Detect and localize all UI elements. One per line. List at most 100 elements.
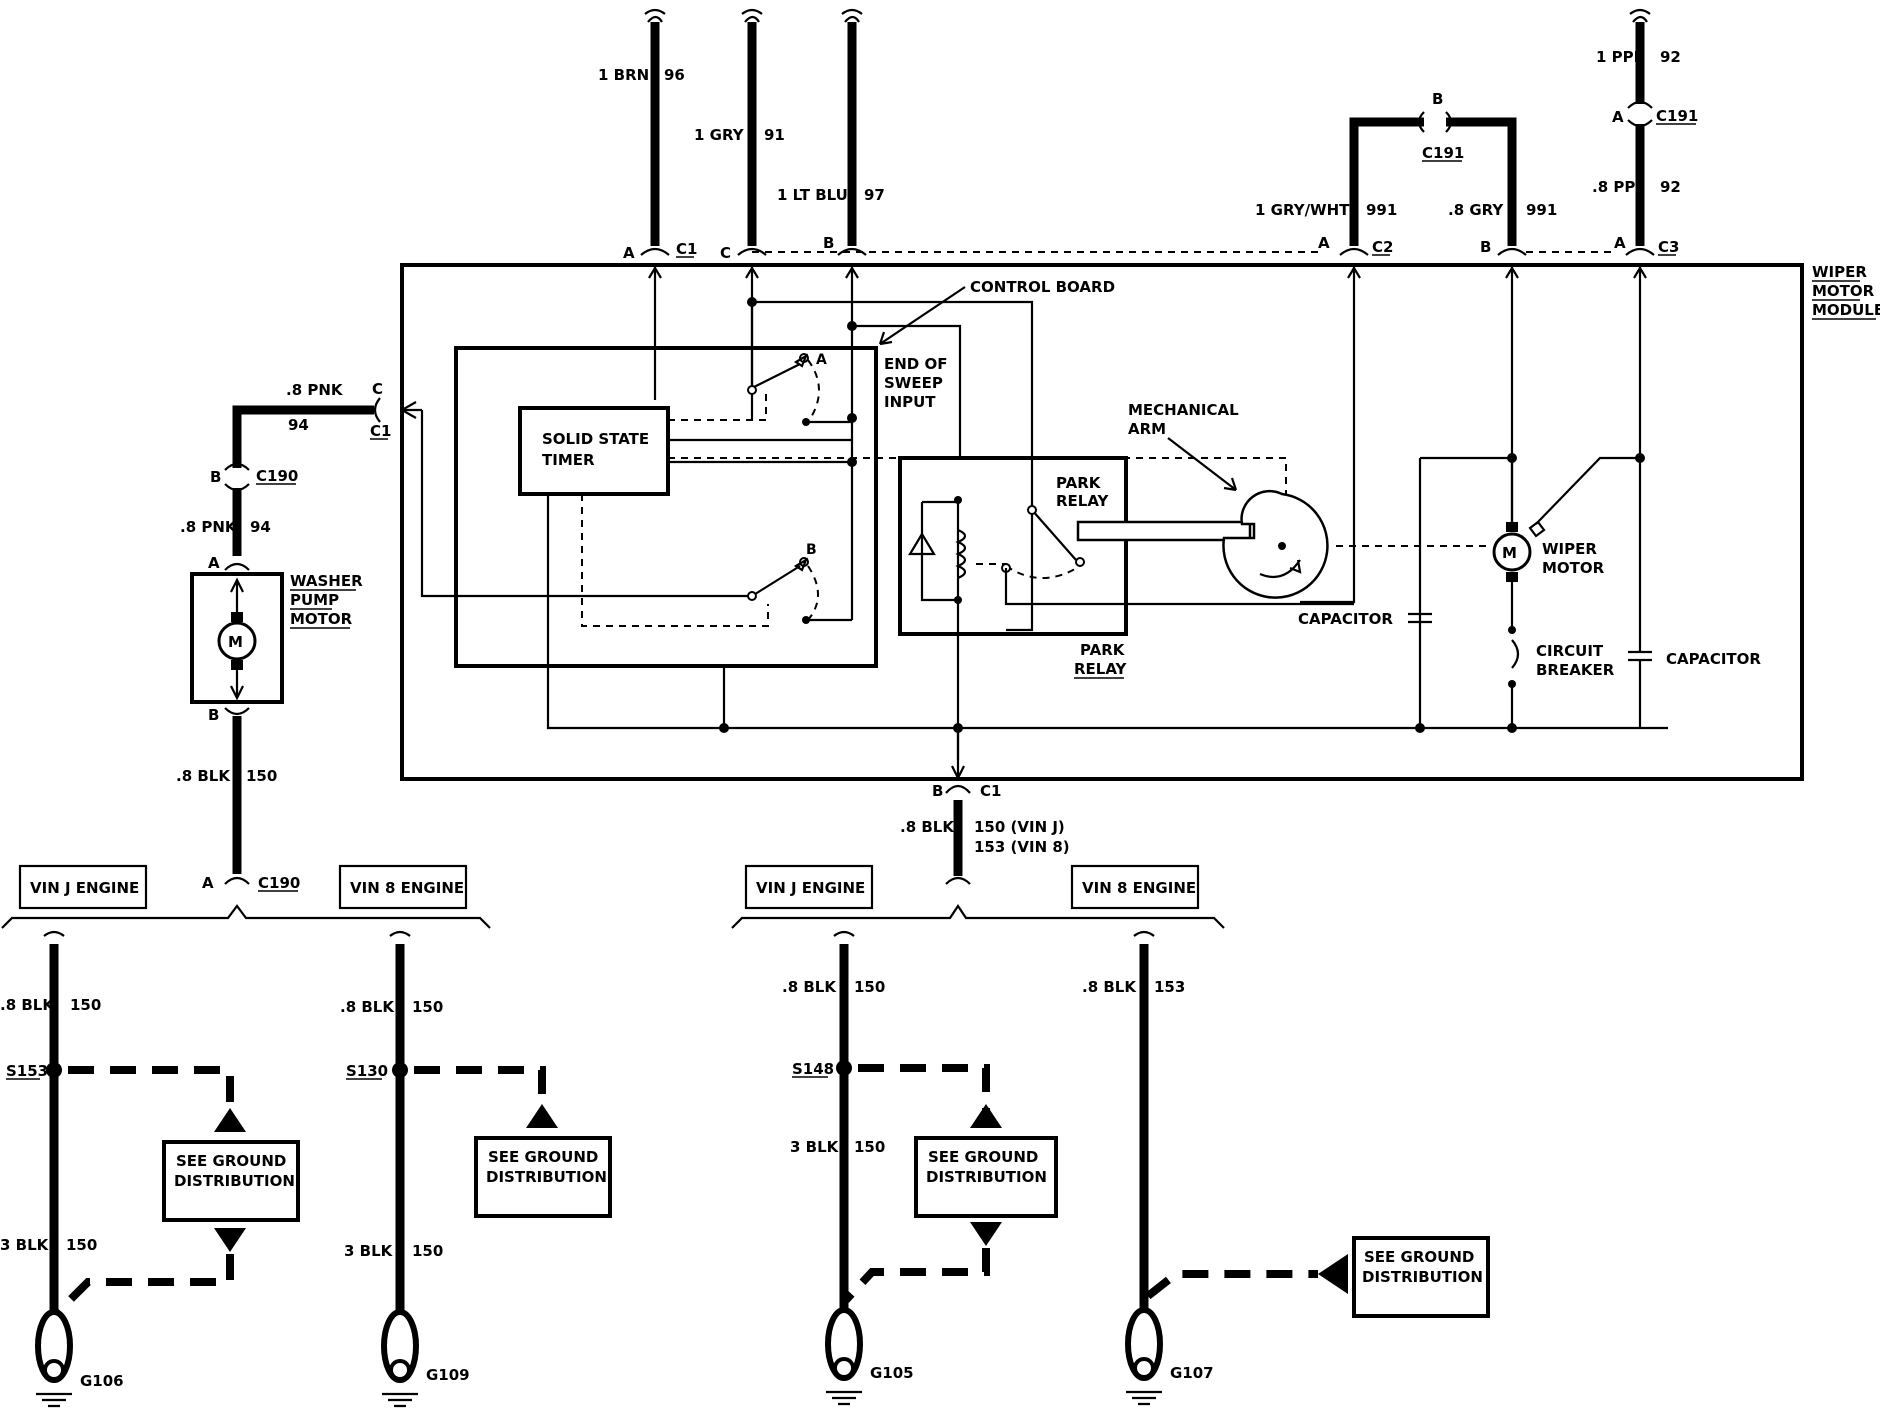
wiper-motor-symbol: M xyxy=(1502,544,1517,562)
wire-gauge-label: 1 GRY/WHT xyxy=(1255,201,1350,219)
mechanical-arm-label2: ARM xyxy=(1128,420,1166,438)
pin-label: A xyxy=(1612,108,1624,126)
wire-circuit-label: 150 xyxy=(70,996,101,1014)
pin-label: A xyxy=(1614,234,1626,252)
circuit-breaker-label2: BREAKER xyxy=(1536,661,1615,679)
splice-label: S153 xyxy=(6,1062,48,1080)
ground-distribution-box xyxy=(162,1140,300,1222)
connector-label: C1 xyxy=(980,782,1001,800)
wire-circuit-label: 92 xyxy=(1660,178,1681,196)
svg-text:PARK: PARK xyxy=(1080,641,1126,659)
wire-circuit-label: 153 xyxy=(1154,978,1185,996)
wire-gauge-label: 1 BRN xyxy=(598,66,649,84)
wire-gauge-label: 3 BLK xyxy=(344,1242,394,1260)
svg-text:DISTRIBUTION: DISTRIBUTION xyxy=(1362,1268,1483,1286)
control-board-label: CONTROL BOARD xyxy=(878,278,1115,346)
wire-circuit-label: 97 xyxy=(864,186,885,204)
ground-label: G106 xyxy=(80,1372,124,1390)
c191-loop-wire: B C191 1 GRY/WHT 991 A C2 .8 GRY 991 B xyxy=(1255,90,1557,256)
svg-text:MOTOR: MOTOR xyxy=(1812,282,1875,300)
svg-text:SEE GROUND: SEE GROUND xyxy=(928,1148,1038,1166)
wire-circuit-label1: 150 (VIN J) xyxy=(974,818,1065,836)
washer-pump-motor-box xyxy=(190,572,284,704)
pin-label: A xyxy=(1318,234,1330,252)
svg-text:SWEEP: SWEEP xyxy=(884,374,943,392)
svg-text:RELAY: RELAY xyxy=(1074,660,1128,678)
wire-gauge-label: .8 BLK xyxy=(1082,978,1137,996)
washer-motor-label1: WASHER xyxy=(290,572,363,590)
pin-label: A xyxy=(623,244,635,262)
ground-distribution-box xyxy=(914,1136,1058,1218)
wire-circuit-label: 991 xyxy=(1366,201,1397,219)
connector-label: C1 xyxy=(370,422,391,440)
wire-gauge-label: 3 BLK xyxy=(0,1236,50,1254)
svg-text:DISTRIBUTION: DISTRIBUTION xyxy=(926,1168,1047,1186)
connector-label: C1 xyxy=(676,240,697,258)
washer-motor-label3: MOTOR xyxy=(290,610,353,628)
mechanical-arm-label1: MECHANICAL xyxy=(1128,401,1239,419)
svg-text:SEE GROUND: SEE GROUND xyxy=(1364,1248,1474,1266)
wire-gauge-label: .8 BLK xyxy=(176,767,231,785)
wire-gauge-label: 1 LT BLU xyxy=(777,186,848,204)
vin-j-engine-label-right: VIN J ENGINE xyxy=(756,879,865,897)
wire-circuit-label2: 153 (VIN 8) xyxy=(974,838,1070,856)
control-board-wiring: A B xyxy=(402,297,1668,733)
wire-gauge-label: .8 BLK xyxy=(340,998,395,1016)
wire-gauge-label: .8 BLK xyxy=(782,978,837,996)
wire-gauge-label: 1 PPL xyxy=(1596,48,1644,66)
washer-motor-symbol: M xyxy=(228,633,243,651)
svg-text:DISTRIBUTION: DISTRIBUTION xyxy=(174,1172,295,1190)
end-of-sweep-label: END OF SWEEP INPUT xyxy=(884,355,947,411)
splice-label: S130 xyxy=(346,1062,388,1080)
wire-circuit-label: 94 xyxy=(250,518,271,536)
pin-label: B xyxy=(1480,238,1491,256)
connector-label: C2 xyxy=(1372,238,1393,256)
wire-circuit-label: 150 xyxy=(412,998,443,1016)
pin-label: B xyxy=(1432,90,1443,108)
park-relay-inner-label1: PARK xyxy=(1056,474,1102,492)
washer-circuit: C C1 .8 PNK 94 B C190 .8 PNK 94 A M WASH… xyxy=(176,380,417,892)
pin-label: A xyxy=(208,554,220,572)
top-wire-lt-blu: 1 LT BLU 97 B xyxy=(777,8,885,256)
wire-circuit-label: 150 xyxy=(246,767,277,785)
ground-distribution-box xyxy=(1352,1236,1490,1318)
wire-circuit-label: 150 xyxy=(854,978,885,996)
ground-branch-g109: .8 BLK 150 S130 SEE GROUND DISTRIBUTION … xyxy=(340,930,612,1408)
solid-state-timer-box xyxy=(518,406,670,496)
ground-branch-g107: .8 BLK 153 SEE GROUND DISTRIBUTION G107 xyxy=(1082,930,1490,1406)
svg-text:SEE GROUND: SEE GROUND xyxy=(176,1152,286,1170)
svg-text:MODULE: MODULE xyxy=(1812,301,1880,319)
pin-label: B xyxy=(210,468,221,486)
svg-text:WIPER: WIPER xyxy=(1812,263,1867,281)
vin-j-engine-label-left: VIN J ENGINE xyxy=(30,879,139,897)
pin-label: B xyxy=(208,706,219,724)
connector-label: C190 xyxy=(256,467,298,485)
mechanical-arm: MECHANICAL ARM xyxy=(1076,401,1490,599)
switch-b-label: B xyxy=(806,542,817,558)
vin-8-engine-label-left: VIN 8 ENGINE xyxy=(350,879,464,897)
svg-text:END OF: END OF xyxy=(884,355,947,373)
wiper-motor-label2: MOTOR xyxy=(1542,559,1605,577)
wiper-motor-section: M WIPER MOTOR CIRCUIT BREAKER CAPACITOR … xyxy=(953,453,1761,733)
wiper-motor-module-box xyxy=(400,263,1804,781)
wire-circuit-label: 94 xyxy=(288,416,309,434)
circuit-breaker-label1: CIRCUIT xyxy=(1536,642,1604,660)
capacitor-right-label: CAPACITOR xyxy=(1666,650,1761,668)
park-relay-box xyxy=(898,456,1128,636)
svg-text:CONTROL BOARD: CONTROL BOARD xyxy=(970,278,1115,296)
wire-gauge-label: .8 GRY xyxy=(1448,201,1504,219)
pin-label: B xyxy=(932,782,943,800)
park-relay-internals xyxy=(908,496,1354,760)
ground-label: G109 xyxy=(426,1366,470,1384)
svg-text:INPUT: INPUT xyxy=(884,393,936,411)
washer-motor-label2: PUMP xyxy=(290,591,339,609)
splice-label: S148 xyxy=(792,1060,834,1078)
pin-label: C xyxy=(720,244,731,262)
wire-circuit-label: 150 xyxy=(412,1242,443,1260)
ground-distribution-box xyxy=(474,1136,612,1218)
timer-label-line2: TIMER xyxy=(542,451,595,469)
wire-circuit-label: 150 xyxy=(66,1236,97,1254)
park-relay-outer-label: PARK RELAY xyxy=(1074,641,1128,679)
module-title: WIPER MOTOR MODULE xyxy=(1812,263,1880,320)
vin-8-engine-label-right: VIN 8 ENGINE xyxy=(1082,879,1196,897)
